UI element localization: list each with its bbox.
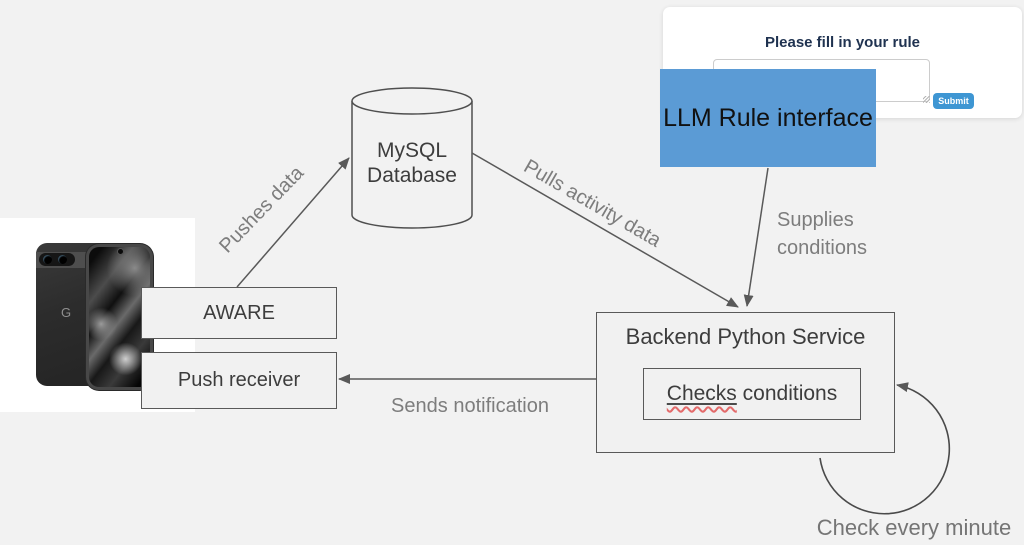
backend-service-title: Backend Python Service [625,324,866,349]
punch-hole-camera-icon [117,249,123,254]
edge-label-pushes-data: Pushes data [215,162,309,258]
backend-service-node: Backend Python Service Checks conditions [596,312,895,453]
camera-lens-icon [58,255,67,264]
google-logo: G [60,305,72,320]
textarea-resize-handle-icon[interactable] [923,96,930,103]
mysql-label-line2: Database [367,164,457,187]
llm-rule-interface-node: LLM Rule interface [660,69,876,167]
rule-form-title: Please fill in your rule [764,34,921,51]
supplies-line2: conditions [777,237,868,259]
edge-label-pulls-activity-data: Pulls activity data [519,155,665,252]
checks-word-misspelled: Checks [666,382,737,405]
phone-screen-wallpaper [89,247,150,387]
mysql-database-node: MySQL Database [352,138,472,188]
checks-conditions-node: Checks conditions [643,368,861,420]
llm-rule-interface-label: LLM Rule interface [663,103,873,132]
edge-label-check-every-minute: Check every minute [816,515,1012,540]
camera-lens-pill-icon [39,253,75,266]
aware-label: AWARE [203,301,275,324]
edge-label-supplies-conditions: Supplies conditions [777,206,867,262]
submit-button[interactable]: Submit [933,93,974,109]
push-receiver-label: Push receiver [177,369,301,391]
push-receiver-node: Push receiver [141,352,337,409]
camera-lens-icon [43,255,52,264]
arrow-supplies-conditions [743,167,769,307]
mysql-label-line1: MySQL [376,139,447,162]
aware-node: AWARE [141,287,337,339]
supplies-line1: Supplies [777,209,854,231]
edge-label-sends-notification: Sends notification [391,395,549,417]
conditions-word: conditions [742,382,838,405]
arrow-pulls-activity-data [471,152,739,308]
